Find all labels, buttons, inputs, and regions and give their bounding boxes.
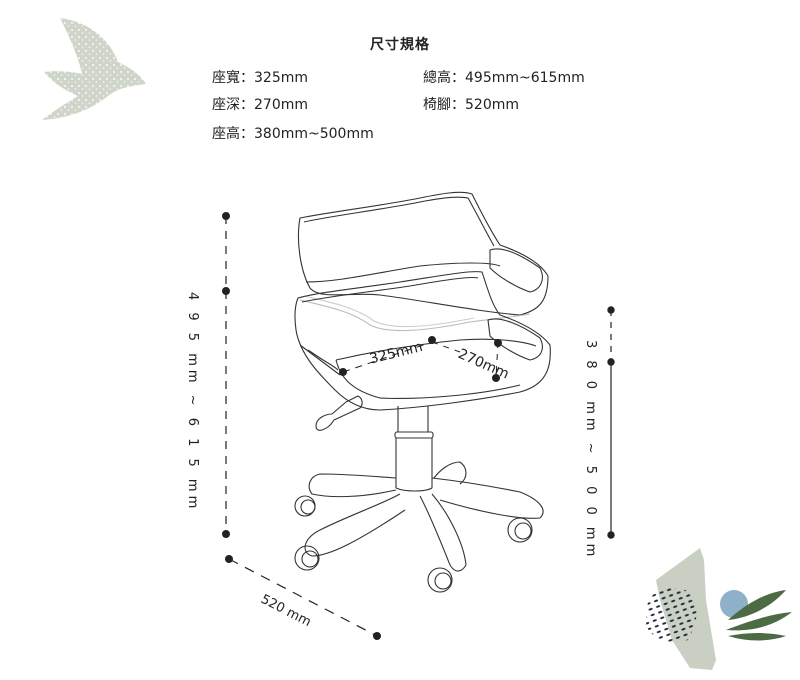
spec-total-height: 總高：495mm~615mm — [423, 70, 585, 86]
spec-value: 520mm — [465, 97, 519, 113]
leaf-cluster-icon — [646, 548, 792, 670]
spec-base: 椅腳：520mm — [423, 97, 519, 113]
seat-dimension-lines — [339, 336, 502, 382]
spec-value: 495mm~615mm — [465, 70, 585, 86]
page-title: 尺寸規格 — [370, 37, 430, 53]
bird-shape-icon — [42, 18, 146, 120]
spec-key: 座高 — [212, 126, 240, 142]
seat-height-label: 3 8 0 mm ~ 5 0 0 mm — [583, 340, 598, 561]
total-height-label: 4 9 5 mm ~ 6 1 5 mm — [185, 292, 200, 513]
spec-key: 座寬 — [212, 70, 240, 86]
spec-key: 椅腳 — [423, 97, 451, 113]
total-height-dimension — [222, 212, 230, 538]
spec-value: 270mm — [254, 97, 308, 113]
base-dimension — [225, 555, 381, 640]
spec-value: 325mm — [254, 70, 308, 86]
spec-seat-width: 座寬：325mm — [212, 70, 308, 86]
spec-seat-depth: 座深：270mm — [212, 97, 308, 113]
spec-key: 總高 — [423, 70, 451, 86]
spec-seat-height: 座高：380mm~500mm — [212, 126, 374, 142]
spec-value: 380mm~500mm — [254, 126, 374, 142]
spec-key: 座深 — [212, 97, 240, 113]
chair-illustration — [294, 191, 551, 593]
seat-height-dimension — [607, 306, 615, 539]
